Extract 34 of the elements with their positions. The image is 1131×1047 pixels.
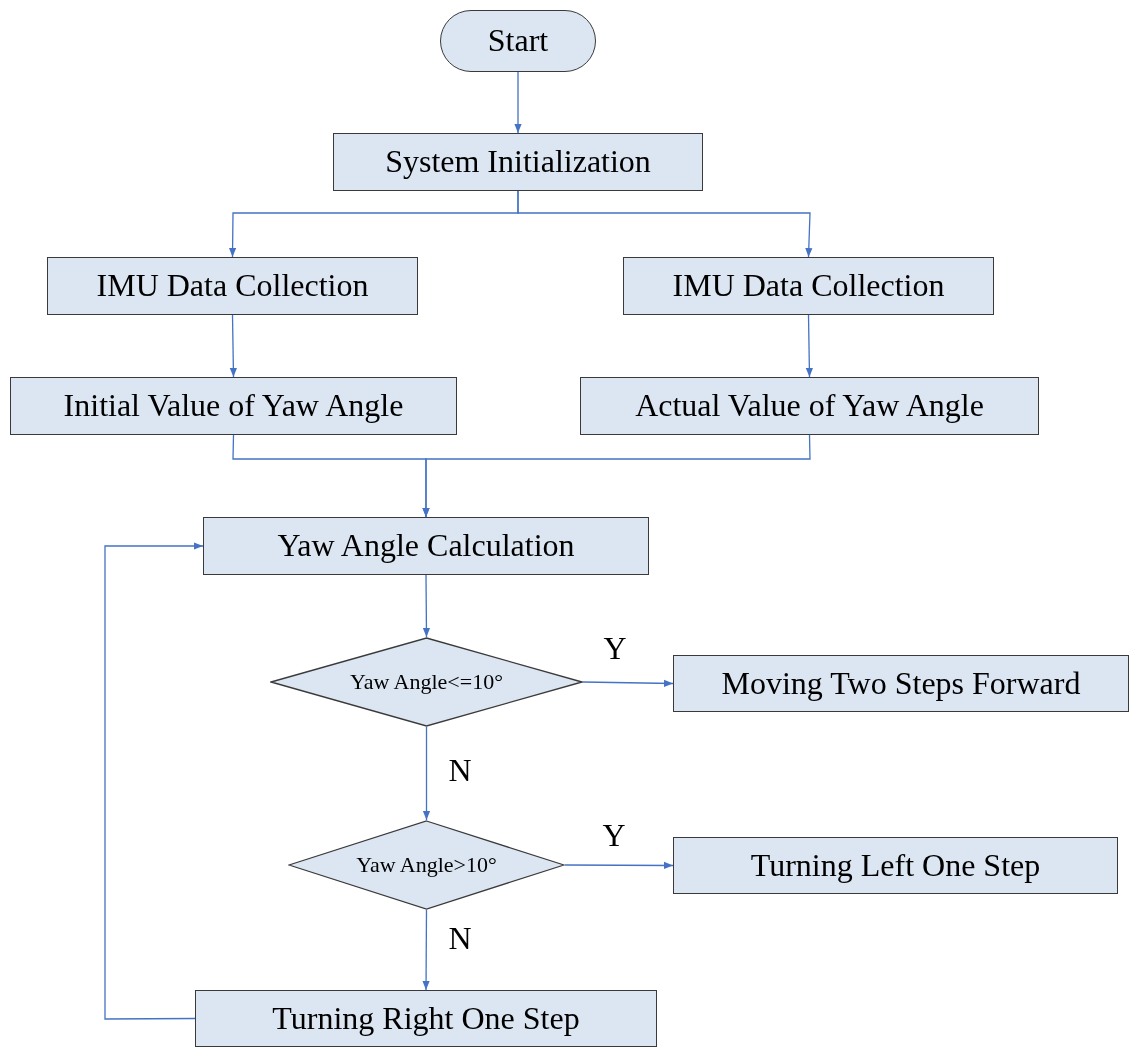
arrow xyxy=(564,861,674,870)
arrow xyxy=(517,190,813,258)
node-label: Turning Left One Step xyxy=(750,847,1041,884)
arrow xyxy=(582,679,674,687)
node-label: IMU Data Collection xyxy=(672,268,945,304)
process-box xyxy=(580,377,1039,435)
process-box xyxy=(10,377,457,435)
node-label: System Initialization xyxy=(385,144,651,180)
node-label: Actual Value of Yaw Angle xyxy=(635,388,984,424)
arrow xyxy=(422,726,431,821)
arrow xyxy=(514,71,522,134)
node-label: Initial Value of Yaw Angle xyxy=(63,388,404,424)
node-label: Start xyxy=(487,23,549,59)
arrow xyxy=(805,314,813,378)
arrow xyxy=(229,314,237,378)
process-box xyxy=(673,837,1118,894)
arrow xyxy=(422,574,431,638)
node-label: Turning Right One Step xyxy=(272,1000,580,1037)
process-box xyxy=(623,257,994,315)
node-label: IMU Data Collection xyxy=(96,268,369,304)
node-label: Yaw Angle<=10° xyxy=(350,669,503,695)
node-label: Yaw Angle Calculation xyxy=(277,528,575,564)
arrow xyxy=(422,909,430,991)
process-box xyxy=(333,133,703,191)
process-box xyxy=(47,257,418,315)
arrow xyxy=(104,542,204,1020)
decision-diamond xyxy=(270,637,583,727)
process-box xyxy=(195,990,657,1047)
node-label: Yaw Angle>10° xyxy=(356,852,497,878)
process-box xyxy=(673,655,1129,712)
process-box xyxy=(203,517,649,575)
arrow xyxy=(422,434,811,518)
decision-diamond xyxy=(288,820,565,910)
node-label: Moving Two Steps Forward xyxy=(721,665,1081,702)
